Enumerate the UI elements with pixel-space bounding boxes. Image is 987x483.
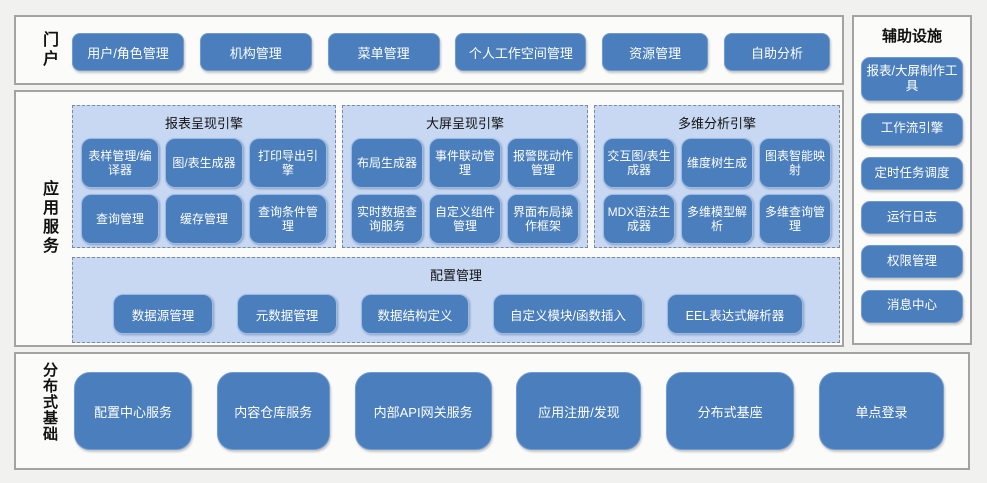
- foundation-section: 分布式基础 配置中心服务 内容仓库服务 内部API网关服务 应用注册/发现 分布…: [14, 352, 970, 470]
- engine-button[interactable]: 交互图/表生成器: [603, 138, 675, 188]
- config-button-row: 数据源管理 元数据管理 数据结构定义 自定义模块/函数插入 EEL表达式解析器: [81, 290, 831, 334]
- report-engine-grid: 表样管理/编译器 图/表生成器 打印导出引擎 查询管理 缓存管理 查询条件管理: [81, 138, 327, 244]
- aux-button-scheduler[interactable]: 定时任务调度: [861, 156, 963, 190]
- engine-button[interactable]: 布局生成器: [351, 138, 423, 188]
- auxiliary-title: 辅助设施: [881, 28, 942, 45]
- engine-button[interactable]: 图/表生成器: [165, 138, 243, 188]
- engine-button[interactable]: MDX语法生成器: [603, 194, 675, 244]
- portal-button-user-role[interactable]: 用户/角色管理: [72, 33, 184, 71]
- aux-button-message-center[interactable]: 消息中心: [861, 289, 963, 323]
- portal-button-menu[interactable]: 菜单管理: [327, 33, 440, 71]
- config-button-metadata[interactable]: 元数据管理: [237, 294, 337, 334]
- auxiliary-section: 辅助设施 报表/大屏制作工具 工作流引擎 定时任务调度 运行日志 权限管理 消息…: [852, 15, 972, 345]
- engine-button[interactable]: 多维查询管理: [759, 194, 831, 244]
- engine-button[interactable]: 实时数据查询服务: [351, 194, 423, 244]
- portal-button-row: 用户/角色管理 机构管理 菜单管理 个人工作空间管理 资源管理 自助分析: [72, 33, 830, 71]
- foundation-button-app-registry[interactable]: 应用注册/发现: [516, 372, 642, 450]
- config-button-datasource[interactable]: 数据源管理: [113, 294, 213, 334]
- engine-panels-row: 报表呈现引擎 表样管理/编译器 图/表生成器 打印导出引擎 查询管理 缓存管理 …: [72, 105, 840, 248]
- olap-engine-grid: 交互图/表生成器 维度树生成 图表智能映射 MDX语法生成器 多维模型解析 多维…: [603, 138, 831, 244]
- portal-button-resource[interactable]: 资源管理: [602, 33, 709, 71]
- engine-button[interactable]: 查询条件管理: [249, 194, 327, 244]
- dashboard-engine-title: 大屏呈现引擎: [425, 116, 504, 131]
- portal-button-org[interactable]: 机构管理: [199, 33, 312, 71]
- olap-engine-title: 多维分析引擎: [677, 116, 756, 131]
- engine-button[interactable]: 图表智能映射: [759, 138, 831, 188]
- engine-button[interactable]: 多维模型解析: [681, 194, 753, 244]
- engine-button[interactable]: 自定义组件管理: [429, 194, 501, 244]
- portal-button-workspace[interactable]: 个人工作空间管理: [455, 33, 587, 71]
- app-services-section: 应用服务 报表呈现引擎 表样管理/编译器 图/表生成器 打印导出引擎 查询管理 …: [14, 90, 844, 347]
- portal-button-selfservice[interactable]: 自助分析: [723, 33, 830, 71]
- config-button-eel-parser[interactable]: EEL表达式解析器: [667, 294, 803, 334]
- config-button-datastructure[interactable]: 数据结构定义: [361, 294, 469, 334]
- auxiliary-button-column: 报表/大屏制作工具 工作流引擎 定时任务调度 运行日志 权限管理 消息中心: [854, 46, 970, 334]
- foundation-button-config-center[interactable]: 配置中心服务: [74, 372, 192, 450]
- foundation-button-api-gateway[interactable]: 内部API网关服务: [354, 372, 492, 450]
- aux-button-permission[interactable]: 权限管理: [861, 245, 963, 279]
- engine-button[interactable]: 查询管理: [81, 194, 159, 244]
- engine-button[interactable]: 报警既动作管理: [507, 138, 579, 188]
- dashboard-engine-panel: 大屏呈现引擎 布局生成器 事件联动管理 报警既动作管理 实时数据查询服务 自定义…: [342, 105, 588, 248]
- app-services-label: 应用服务: [40, 180, 57, 256]
- config-button-custom-module[interactable]: 自定义模块/函数插入: [493, 294, 643, 334]
- foundation-button-distributed-base[interactable]: 分布式基座: [666, 372, 795, 450]
- olap-engine-panel: 多维分析引擎 交互图/表生成器 维度树生成 图表智能映射 MDX语法生成器 多维…: [594, 105, 840, 248]
- aux-button-workflow[interactable]: 工作流引擎: [861, 112, 963, 146]
- config-management-panel: 配置管理 数据源管理 元数据管理 数据结构定义 自定义模块/函数插入 EEL表达…: [72, 257, 840, 343]
- aux-button-runlog[interactable]: 运行日志: [861, 201, 963, 235]
- engine-button[interactable]: 表样管理/编译器: [81, 138, 159, 188]
- report-engine-panel: 报表呈现引擎 表样管理/编译器 图/表生成器 打印导出引擎 查询管理 缓存管理 …: [72, 105, 336, 248]
- foundation-button-content-repo[interactable]: 内容仓库服务: [216, 372, 330, 450]
- config-management-title: 配置管理: [429, 268, 482, 283]
- foundation-button-sso[interactable]: 单点登录: [818, 372, 944, 450]
- aux-button-report-tool[interactable]: 报表/大屏制作工具: [861, 57, 963, 102]
- foundation-label: 分布式基础: [41, 362, 58, 442]
- report-engine-title: 报表呈现引擎: [164, 116, 243, 131]
- engine-button[interactable]: 打印导出引擎: [249, 138, 327, 188]
- engine-button[interactable]: 缓存管理: [165, 194, 243, 244]
- portal-section: 门户 用户/角色管理 机构管理 菜单管理 个人工作空间管理 资源管理 自助分析: [14, 15, 844, 85]
- engine-button[interactable]: 事件联动管理: [429, 138, 501, 188]
- portal-label: 门户: [40, 31, 57, 69]
- foundation-button-row: 配置中心服务 内容仓库服务 内部API网关服务 应用注册/发现 分布式基座 单点…: [74, 372, 944, 450]
- engine-button[interactable]: 维度树生成: [681, 138, 753, 188]
- engine-button[interactable]: 界面布局操作框架: [507, 194, 579, 244]
- dashboard-engine-grid: 布局生成器 事件联动管理 报警既动作管理 实时数据查询服务 自定义组件管理 界面…: [351, 138, 579, 244]
